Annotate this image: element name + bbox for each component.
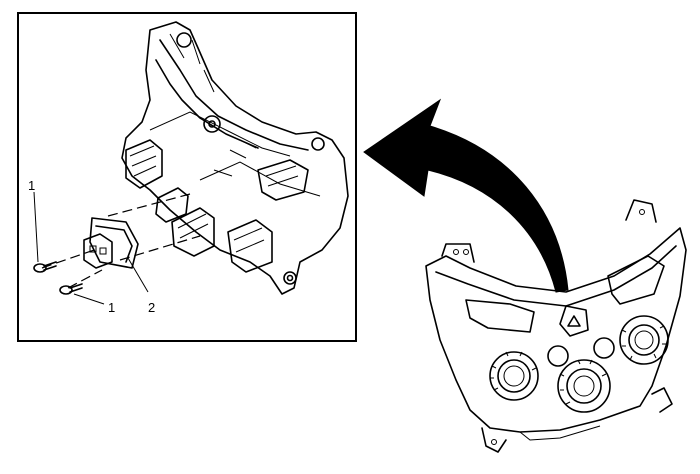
screw-upper bbox=[33, 261, 57, 273]
detail-frame bbox=[17, 12, 357, 342]
control-bracket-rear-view bbox=[121, 21, 349, 295]
leader-screw-upper bbox=[33, 191, 39, 263]
switch-assembly bbox=[83, 217, 139, 269]
location-arrow bbox=[363, 98, 569, 293]
exploded-view-guides bbox=[41, 193, 201, 289]
screw-lower bbox=[59, 283, 83, 295]
callout-label-screw-lower: 1 bbox=[108, 300, 115, 315]
callout-label-switch-assembly: 2 bbox=[148, 300, 155, 315]
callout-label-screw-upper: 1 bbox=[28, 178, 35, 193]
leader-switch-assembly bbox=[127, 257, 149, 293]
leader-screw-lower bbox=[73, 293, 105, 305]
hvac-control-panel bbox=[425, 199, 687, 453]
